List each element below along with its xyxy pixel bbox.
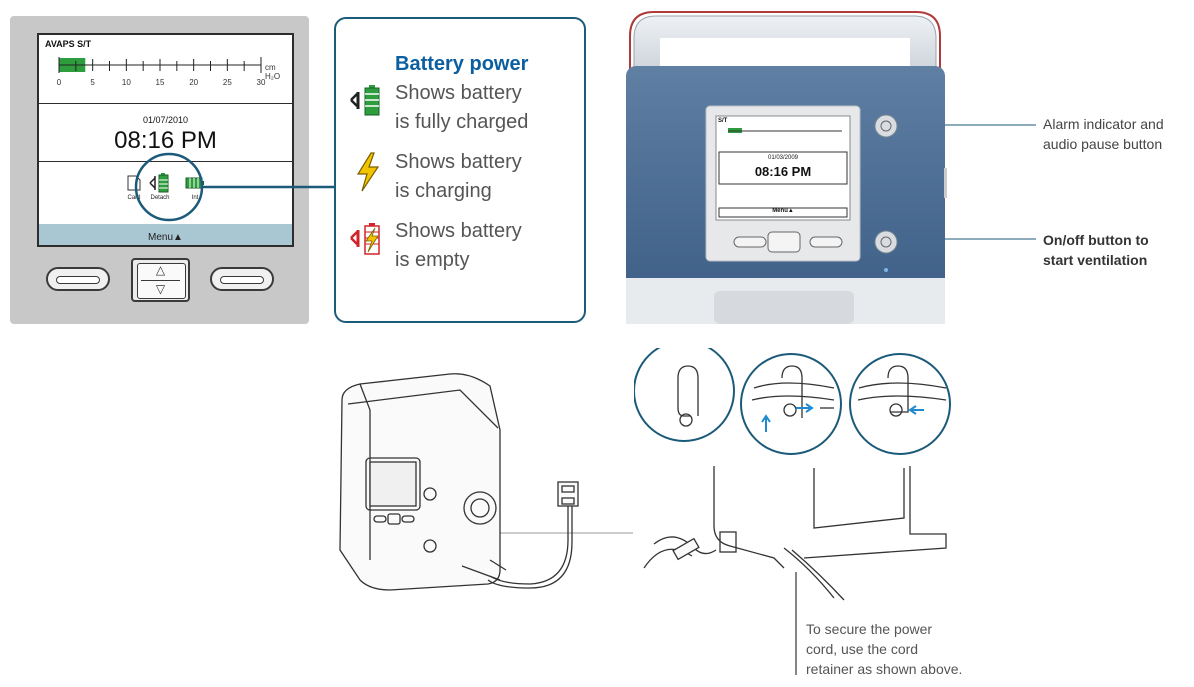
scale-tick-label: 15 — [155, 78, 165, 87]
up-down-button[interactable]: △ ▽ — [131, 258, 190, 302]
ventilation-mode-label: AVAPS S/T — [45, 39, 92, 49]
menu-label: Menu▲ — [148, 232, 183, 243]
ventilator-photo: S/T 01/03/2009 08:16 PM Menu▲ — [624, 8, 947, 324]
cord-caption-line1: To secure the power — [806, 621, 933, 637]
scale-tick-label: 25 — [222, 78, 232, 87]
scale-tick-label: 30 — [256, 78, 266, 87]
battery-empty-icon — [350, 223, 380, 255]
scale-tick-label: 5 — [90, 78, 95, 87]
card-label: Card — [127, 195, 141, 201]
down-arrow-icon: ▽ — [155, 282, 166, 296]
lcd-time: 08:16 PM — [114, 127, 217, 154]
onoff-callout-line1: On/off button to — [1043, 232, 1149, 248]
unit-h2o: H₂O — [265, 72, 281, 81]
menu-bar — [39, 224, 292, 245]
mini-screen-time: 08:16 PM — [754, 164, 812, 179]
detachable-battery-icon — [149, 173, 169, 193]
scale-tick-label: 0 — [56, 78, 62, 87]
device-control-panel: AVAPS S/T 0 5 10 15 20 25 30 cm H₂O 01/07/2010… — [10, 16, 309, 324]
detach-label: Detach — [150, 195, 170, 201]
lightning-bolt-icon — [356, 152, 380, 192]
legend-charging-line2: is charging — [395, 180, 492, 202]
ventilator-illustration — [626, 11, 947, 324]
right-soft-key-button[interactable] — [210, 267, 274, 291]
legend-charging-line1: Shows battery — [395, 151, 522, 173]
up-arrow-icon: △ — [155, 263, 166, 277]
scale-tick-label: 20 — [189, 78, 199, 87]
legend-empty-line1: Shows battery — [395, 220, 522, 242]
pressure-scale-ticks — [58, 59, 262, 71]
alarm-callout-line2: audio pause button — [1043, 136, 1163, 152]
legend-title: Battery power — [395, 53, 529, 75]
lcd-divider — [39, 161, 292, 162]
ventilator-line-drawing — [339, 373, 579, 591]
lcd-date: 01/07/2010 — [142, 115, 189, 125]
unit-cm: cm — [265, 63, 276, 72]
legend-full-line2: is fully charged — [395, 111, 529, 133]
int-label: Int — [191, 195, 199, 201]
cord-retainer-illustration — [634, 348, 951, 601]
lcd-divider — [39, 103, 292, 104]
scale-tick-label: 10 — [121, 78, 131, 87]
mini-screen-menu: Menu▲ — [772, 208, 794, 214]
lcd-screen: AVAPS S/T 0 5 10 15 20 25 30 cm H₂O 01/07/2010… — [37, 33, 294, 247]
mini-screen-mode: S/T — [718, 118, 728, 124]
onoff-callout-line2: start ventilation — [1043, 252, 1148, 268]
battery-full-icon — [350, 85, 380, 116]
left-soft-key-button[interactable] — [46, 267, 110, 291]
mini-screen-date: 01/03/2009 — [767, 155, 799, 161]
cord-caption-line3: retainer as shown above. — [806, 661, 963, 677]
alarm-callout-line1: Alarm indicator and — [1043, 116, 1164, 132]
legend-full-line1: Shows battery — [395, 82, 522, 104]
legend-empty-line2: is empty — [395, 249, 470, 271]
pressure-bar-graph — [58, 57, 262, 73]
cord-caption-line2: cord, use the cord — [806, 641, 919, 657]
